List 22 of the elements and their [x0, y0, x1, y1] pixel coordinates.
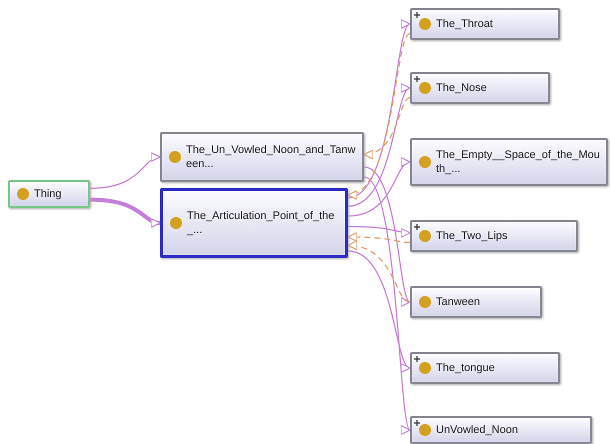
arrow [90, 153, 161, 189]
class-name: The_Nose [436, 81, 488, 95]
class-box [160, 188, 348, 258]
class-box [410, 416, 592, 444]
class-box [410, 72, 550, 104]
class-name: The_tongue [436, 361, 496, 375]
class-box [410, 220, 578, 252]
class-box [410, 286, 542, 318]
class-name: Thing [34, 187, 63, 201]
class-box [8, 180, 90, 208]
class-name: The_Two_Lips [436, 229, 509, 243]
class-name: The_Throat [436, 17, 494, 31]
arrow [90, 198, 161, 227]
class-name: The_Empty__Space_of_the_Mouth_... [436, 148, 600, 176]
class-box [410, 352, 560, 384]
class-box [160, 132, 364, 182]
class-name: Tanween [436, 295, 482, 309]
class-name: UnVowled_Noon [436, 423, 519, 437]
class-name: The_Articulation_Point_of_the_... [187, 209, 336, 237]
class-box [410, 138, 608, 186]
class-box [410, 8, 560, 40]
class-name: The_Un_Vowled_Noon_and_Tanween... [186, 143, 356, 171]
